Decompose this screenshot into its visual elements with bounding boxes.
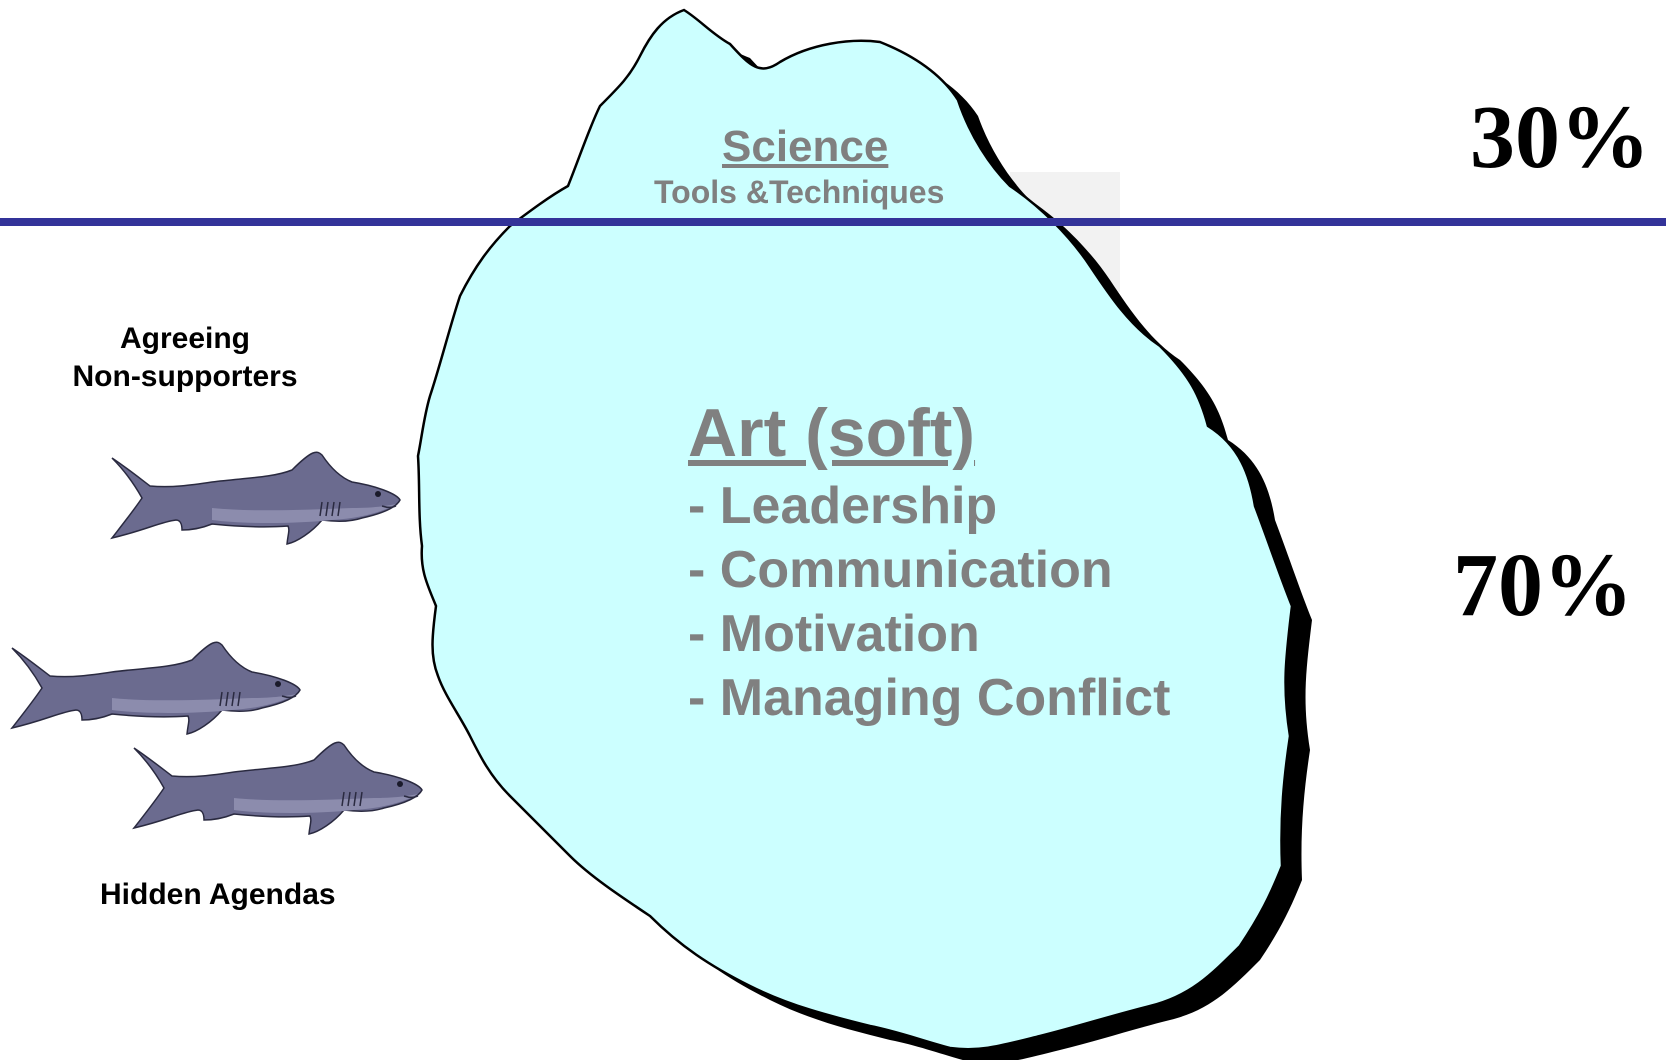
list-item: - Motivation [688,605,980,663]
shark-label-line1: Agreeing [119,322,251,355]
art-list: - Leadership - Communication - Motivatio… [688,474,1170,730]
percentage-below: 70% [1453,536,1633,635]
science-subtitle: Tools &Techniques [654,174,945,210]
list-item: - Managing Conflict [688,669,1171,727]
percentage-above: 30% [1470,88,1650,187]
shark-label-line2: Non-supporters [72,360,298,393]
art-title: Art (soft) [688,395,976,471]
list-item: - Leadership [688,477,998,535]
list-item: - Communication [688,541,1113,599]
shark-middle [11,641,301,735]
science-title: Science [722,122,889,171]
shark-label-bottom: Hidden Agendas [100,878,336,911]
waterline [0,218,1666,226]
shark-bottom [133,741,423,835]
shark-top [111,451,401,545]
shark-label-top: Agreeing Non-supporters [60,320,310,396]
